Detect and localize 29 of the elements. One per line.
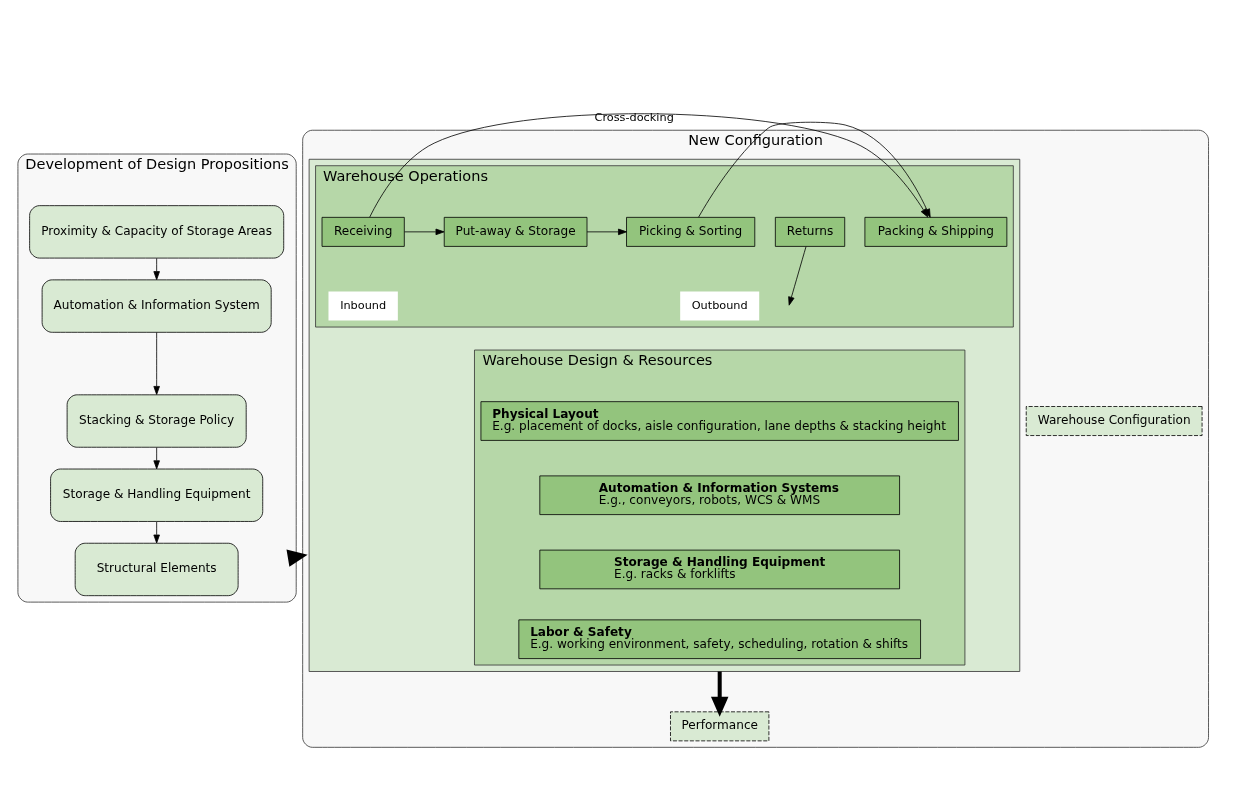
arrow [153,447,160,470]
node-box: Stacking & Storage Policy [66,394,247,448]
arrow [153,521,160,544]
node-box: Receiving [321,216,405,247]
node-box: Labor & Safety E.g. working environment, safety, scheduling, rotation & shifts [518,619,921,659]
node-box: Storage & Handling Equipment E.g. racks & forklifts [539,549,900,590]
node-box: Packing & Shipping [864,216,1008,247]
node-box: Returns [774,216,846,247]
arrow [286,549,308,567]
arrow [710,671,729,717]
node-box: Picking & Sorting [626,216,756,247]
node-box: Proximity & Capacity of Storage Areas [29,205,285,259]
arrow [153,257,160,281]
cluster [308,158,1021,672]
node-box: Warehouse Configuration [1025,406,1203,436]
label: Outbound [691,299,748,313]
node-box: Automation & Information System [41,279,272,333]
node-box: Automation & Information Systems E.g., conveyors, robots, WCS & WMS [539,475,900,515]
node-box: Performance [670,711,770,742]
node-box: Put-away & Storage [443,216,588,247]
node-box: Physical Layout E.g. placement of docks, aisle configuration, lane depths & stacking height [480,401,959,441]
edge-label: Cross-docking [594,110,674,124]
label: Inbound [340,299,387,313]
arrow [788,246,807,306]
node-box: Storage & Handling Equipment [50,468,264,522]
arrow [586,228,627,236]
node-box: Structural Elements [74,542,239,597]
arrow [153,331,160,395]
arrow [404,228,445,236]
